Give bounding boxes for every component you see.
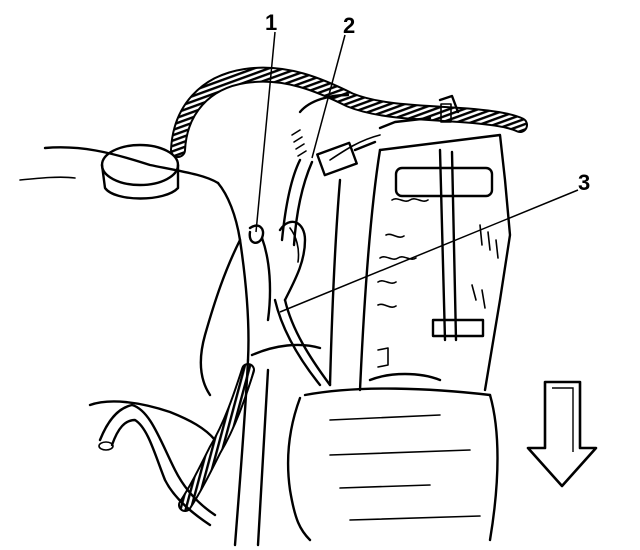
lower-pulley xyxy=(286,387,499,542)
leader-line-1 xyxy=(255,31,276,233)
fender-panel xyxy=(19,146,250,442)
callout-leaders xyxy=(255,31,579,313)
upper-connector xyxy=(291,93,460,177)
leader-line-2 xyxy=(311,34,346,159)
engine-front-cover xyxy=(328,133,512,392)
lower-wiring-harness xyxy=(178,363,255,512)
callout-1: 1 xyxy=(265,10,277,35)
callout-3: 3 xyxy=(578,170,590,195)
callout-2: 2 xyxy=(343,13,355,38)
main-wiring-harness xyxy=(170,66,528,158)
coolant-hose xyxy=(98,403,217,527)
reservoir-cap xyxy=(100,143,180,200)
arrow-down-icon xyxy=(526,380,598,488)
leader-line-3 xyxy=(279,189,579,313)
wire-bundle xyxy=(273,134,381,387)
crossmember xyxy=(233,343,322,547)
